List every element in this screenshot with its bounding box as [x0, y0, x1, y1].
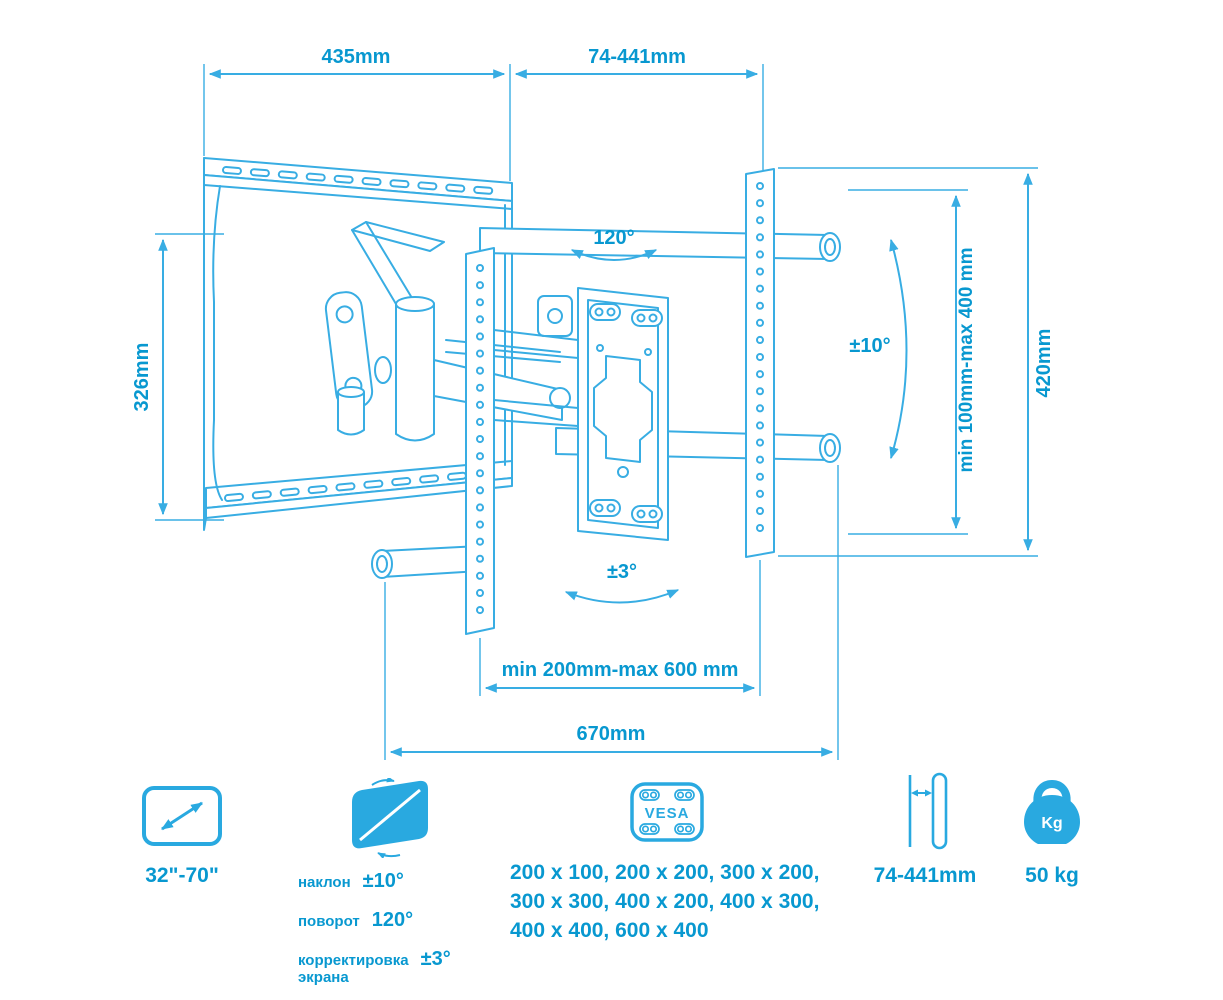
tilt-screen-icon: [352, 778, 428, 858]
tilt-value: ±10°: [362, 870, 404, 892]
center-rail-drawing: [465, 247, 579, 635]
dim-label-3deg: ±3°: [607, 561, 637, 583]
tilt-label: наклон: [298, 874, 351, 891]
dim-label-74-441mm-top: 74-441mm: [588, 46, 686, 68]
vesa-sizes-line2: 300 x 300, 400 x 200, 400 x 300,: [510, 890, 820, 913]
spec-tilt: наклон ±10°: [298, 870, 488, 893]
weight-icon: Kg: [1024, 780, 1080, 844]
vesa-icon-label: VESA: [645, 805, 690, 822]
mount-diagram: 435mm 74-441mm 326mm 120° ±10° min 100mm…: [131, 46, 1055, 760]
dim-label-min100-max400: min 100mm-max 400 mm: [956, 248, 977, 473]
dim-label-120deg: 120°: [593, 227, 634, 249]
wall-distance-icon: [908, 772, 948, 850]
spec-swivel: поворот 120°: [298, 909, 488, 932]
screen-size-icon: [142, 786, 222, 846]
vesa-plate-drawing: [577, 287, 669, 541]
dim-label-670mm: 670mm: [577, 723, 646, 745]
swivel-label: поворот: [298, 913, 360, 930]
vesa-sizes-list: 200 x 100, 200 x 200, 300 x 200, 300 x 3…: [510, 858, 870, 945]
vesa-sizes-line1: 200 x 100, 200 x 200, 300 x 200,: [510, 861, 820, 884]
kg-label: Kg: [1041, 815, 1062, 832]
adjust-value: ±3°: [420, 948, 451, 970]
dim-label-435mm: 435mm: [322, 46, 391, 68]
swivel-value: 120°: [371, 909, 414, 931]
weight-value: 50 kg: [1025, 864, 1079, 887]
wall-distance-value: 74-441mm: [873, 864, 977, 887]
right-rail-drawing: [745, 168, 775, 558]
screen-size-value: 32"-70": [145, 864, 219, 887]
vesa-sizes-line3: 400 x 400, 600 x 400: [510, 919, 709, 942]
dim-label-420mm: 420mm: [1033, 329, 1055, 398]
dim-label-tilt-10deg: ±10°: [849, 335, 890, 357]
dim-label-min200-max600: min 200mm-max 600 mm: [502, 659, 739, 681]
vesa-icon: VESA: [630, 782, 704, 842]
dim-label-326mm: 326mm: [131, 343, 153, 412]
dimension-lines: 435mm 74-441mm 326mm 120° ±10° min 100mm…: [131, 46, 1055, 760]
